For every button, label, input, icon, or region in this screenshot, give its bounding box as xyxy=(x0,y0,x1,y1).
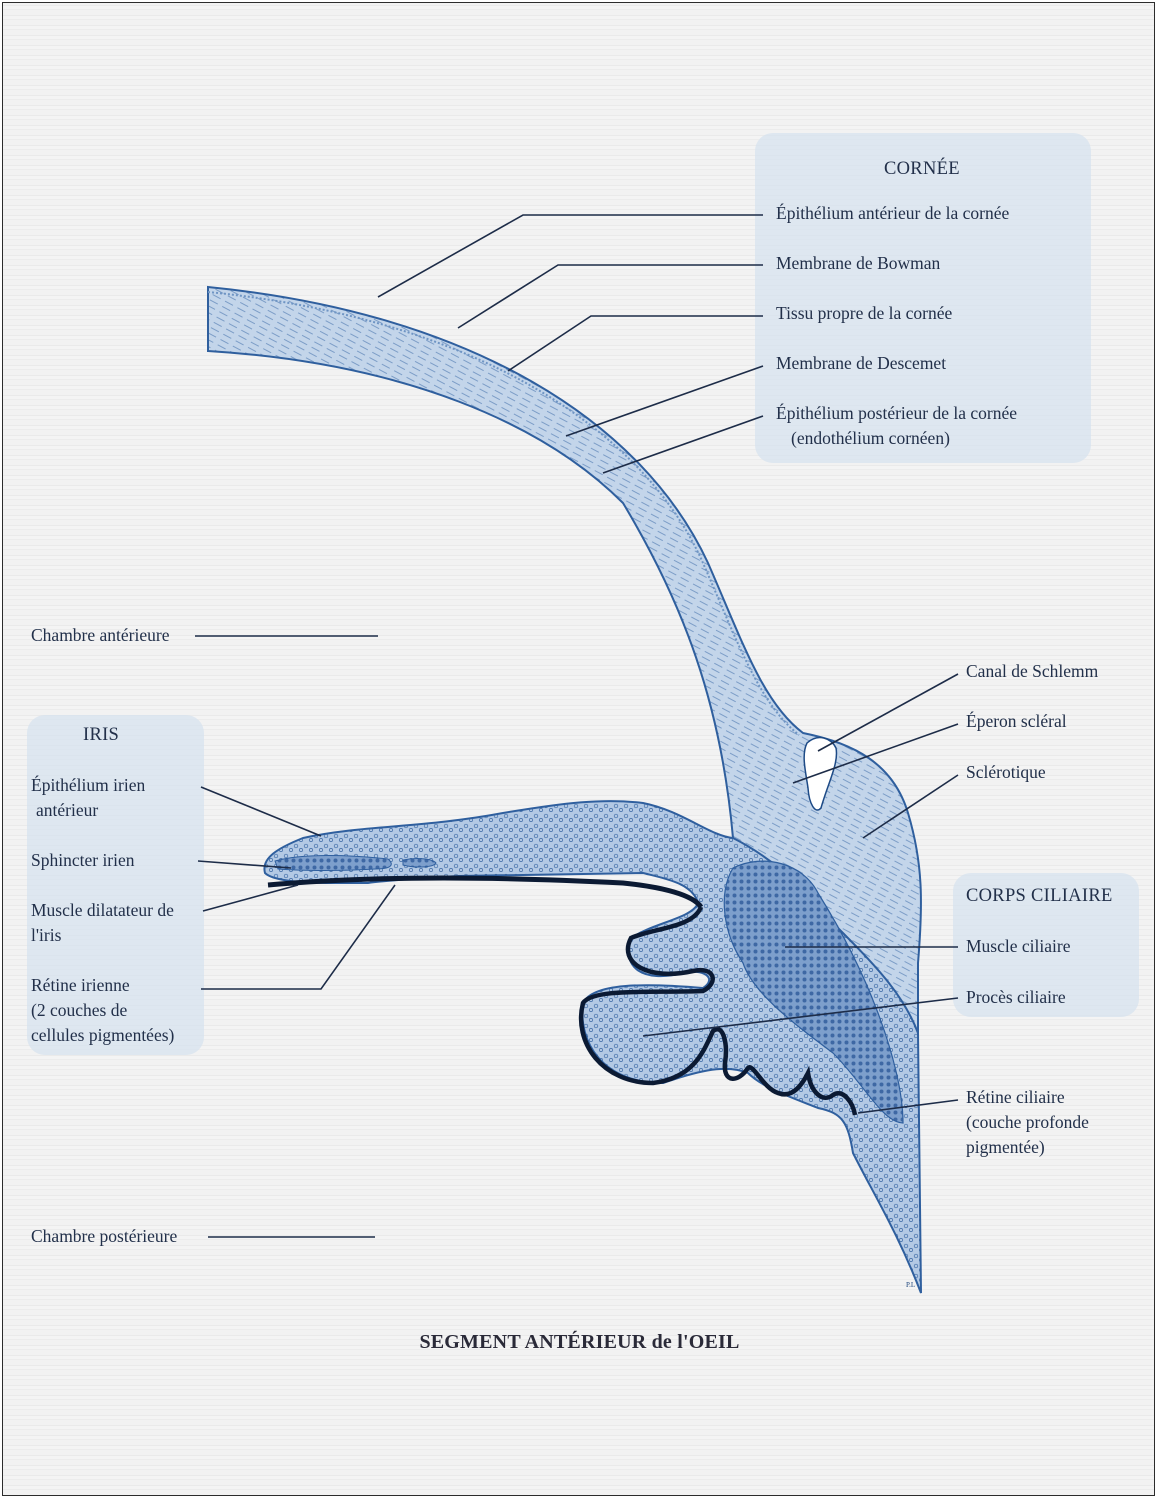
cornea-epithelium-line xyxy=(207,291,800,736)
artist-signature: P.L xyxy=(906,1281,916,1289)
leader-lines xyxy=(195,214,959,1238)
ciliary-process-pigment xyxy=(578,905,858,1116)
descemet-membrane-label: Membrane de Descemet xyxy=(776,353,947,373)
iris-dilator-label: Muscle dilatateur de xyxy=(31,900,174,920)
iris-retina-label: Rétine irienne xyxy=(31,975,130,995)
cornea-heading: CORNÉE xyxy=(884,159,960,179)
schlemm-canal-label: Canal de Schlemm xyxy=(966,661,1099,681)
ciliary-process-label: Procès ciliaire xyxy=(966,987,1066,1007)
ciliary-body-panel xyxy=(953,873,1139,1017)
ciliary-body-heading: CORPS CILIAIRE xyxy=(966,886,1113,906)
bowman-membrane-label: Membrane de Bowman xyxy=(776,253,941,273)
iris-panel xyxy=(27,715,204,1055)
ciliary-retina-label-3: pigmentée) xyxy=(966,1137,1045,1157)
iris-sphincter-label: Sphincter irien xyxy=(31,850,135,870)
ciliary-retina-label: Rétine ciliaire xyxy=(966,1087,1065,1107)
cornea-endothelium-label: (endothélium cornéen) xyxy=(791,428,950,448)
cornea-epithelium-label: Épithélium antérieur de la cornée xyxy=(776,203,1010,223)
cornea-posterior-epithelium-label: Épithélium postérieur de la cornée xyxy=(776,403,1018,423)
iris-pigment-layer xyxy=(267,875,704,909)
iris-epithelium-label: Épithélium irien xyxy=(31,775,146,795)
sclera-label: Sclérotique xyxy=(966,762,1046,782)
scleral-spur-label: Éperon scléral xyxy=(966,711,1067,731)
cornea-panel xyxy=(755,133,1091,463)
ciliary-muscle-label: Muscle ciliaire xyxy=(966,936,1071,956)
cornea-stroma-label: Tissu propre de la cornée xyxy=(776,303,953,323)
ciliary-retina-label-2: (couche profonde xyxy=(966,1112,1089,1132)
eye-anterior-segment-illustration xyxy=(195,214,959,1294)
anterior-chamber-label: Chambre antérieure xyxy=(31,625,170,645)
iris-retina-label-3: cellules pigmentées) xyxy=(31,1025,175,1045)
iris-heading: IRIS xyxy=(83,725,120,745)
iris-dilator-label-2: l'iris xyxy=(31,925,62,945)
iris-epithelium-label-2: antérieur xyxy=(36,800,99,820)
iris-retina-label-2: (2 couches de xyxy=(31,1000,128,1020)
diagram-title: SEGMENT ANTÉRIEUR de l'OEIL xyxy=(419,1331,740,1353)
posterior-chamber-label: Chambre postérieure xyxy=(31,1226,178,1246)
ciliary-muscle-shape xyxy=(723,860,904,1124)
iris-sphincter-shape xyxy=(274,855,392,871)
